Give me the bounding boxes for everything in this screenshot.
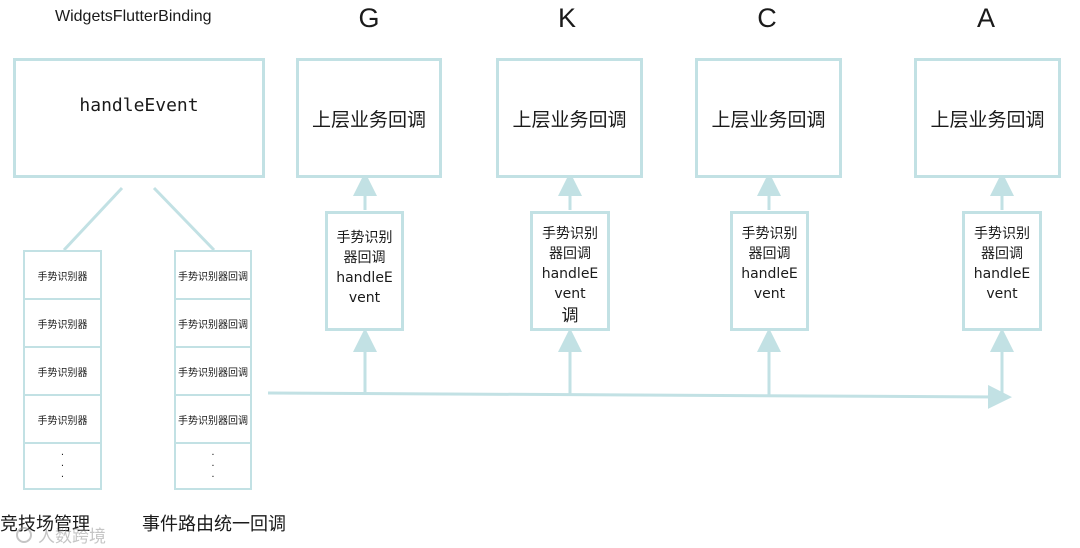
stack-dot: ·	[60, 449, 65, 461]
gesture-line: handleE	[973, 266, 1031, 282]
routing-stack-item: 手势识别器回调	[174, 250, 252, 300]
gesture-callback-box-k: 手势识别 器回调 handleE vent 调	[530, 211, 610, 331]
routing-label: 事件路由统一回调	[142, 514, 286, 535]
handle-event-box: handleEvent	[13, 58, 265, 178]
arena-stack-item: 手势识别器	[23, 298, 102, 348]
gesture-callback-box-c: 手势识别 器回调 handleE vent	[730, 211, 809, 331]
stack-dot: ·	[211, 449, 215, 461]
gesture-line: 手势识别	[741, 226, 798, 242]
stack-dot: ·	[60, 471, 65, 483]
handle-event-label: handleEvent	[79, 94, 199, 116]
column-letter-a: A	[976, 3, 995, 33]
stack-dot: ·	[60, 460, 65, 472]
business-callback-label: 上层业务回调	[711, 108, 826, 131]
business-callback-label: 上层业务回调	[311, 108, 426, 131]
gesture-line: 器回调	[981, 246, 1023, 262]
gesture-line: handleE	[541, 266, 599, 282]
gesture-line: vent	[753, 286, 786, 302]
routing-stack-item: 手势识别器回调	[174, 346, 252, 396]
arena-stack-item: 手势识别器	[23, 394, 102, 444]
arena-stack-item: 手势识别器	[23, 346, 102, 396]
business-callback-box-c: 上层业务回调	[695, 58, 842, 178]
gesture-line: 器回调	[343, 250, 386, 266]
gesture-line: handleE	[336, 270, 393, 286]
routing-stack-item: 手势识别器回调	[174, 394, 252, 444]
arena-stack-item: 手势识别器	[23, 250, 102, 300]
event-bus-line	[267, 384, 1012, 409]
column-letter-c: C	[757, 3, 777, 33]
business-callback-box-g: 上层业务回调	[296, 58, 442, 178]
gesture-line: handleE	[741, 266, 798, 282]
stack-dot: ·	[211, 471, 215, 483]
connector-right	[152, 186, 216, 252]
watermark: 人数跨境	[16, 522, 106, 547]
gesture-callback-box-g: 手势识别 器回调 handleE vent	[325, 211, 404, 331]
routing-stack-more: · · ·	[174, 442, 252, 490]
stack-dot: ·	[211, 460, 215, 472]
gesture-line: 手势识别	[974, 226, 1030, 242]
watermark-text: 人数跨境	[38, 527, 106, 547]
gesture-line: 器回调	[748, 246, 791, 262]
business-callback-box-k: 上层业务回调	[496, 58, 643, 178]
business-callback-label: 上层业务回调	[930, 108, 1045, 131]
gesture-line: vent	[348, 290, 381, 306]
gesture-line: 调	[561, 306, 579, 326]
gesture-line: vent	[986, 286, 1018, 302]
gesture-line: 手势识别	[542, 226, 598, 242]
arena-stack-more: · · ·	[23, 442, 102, 490]
gesture-line: 器回调	[549, 246, 591, 262]
watermark-logo-icon	[16, 526, 32, 543]
binding-title: WidgetsFlutterBinding	[55, 8, 212, 25]
routing-stack-item: 手势识别器回调	[174, 298, 252, 348]
gesture-line: vent	[554, 286, 586, 302]
gesture-line: 手势识别	[336, 230, 393, 246]
column-letter-k: K	[557, 3, 576, 33]
business-callback-label: 上层业务回调	[512, 108, 627, 131]
connector-left	[62, 186, 124, 252]
gesture-callback-box-a: 手势识别 器回调 handleE vent	[962, 211, 1042, 331]
column-letter-g: G	[358, 3, 380, 33]
business-callback-box-a: 上层业务回调	[914, 58, 1061, 178]
